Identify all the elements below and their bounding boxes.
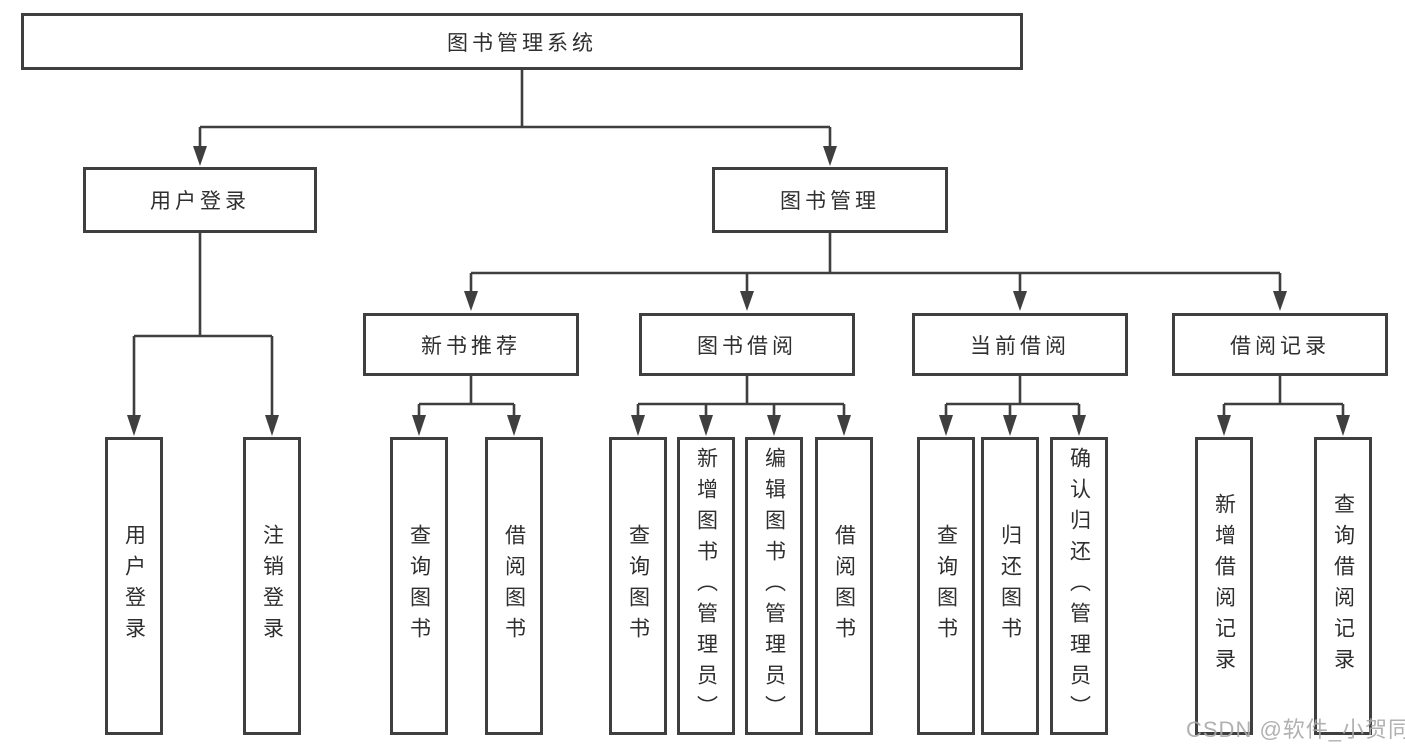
csdn-watermark: CSDN @软件_小贺同学 [1186, 717, 1405, 742]
leaf-borrowing-query-books: 查询图书 [609, 437, 667, 735]
leaf-borrowing-borrow-books: 借阅图书 [815, 437, 873, 735]
leaf-records-add-record: 新增借阅记录 [1195, 437, 1253, 735]
leaf-newbooks-query-books: 查询图书 [390, 437, 448, 735]
node-current-borrowing: 当前借阅 [912, 313, 1128, 376]
node-book-management: 图书管理 [712, 167, 948, 233]
leaf-user-login: 用户登录 [105, 437, 163, 735]
node-library-system: 图书管理系统 [21, 13, 1023, 70]
leaf-current-query-books: 查询图书 [917, 437, 975, 735]
leaf-newbooks-borrow-books: 借阅图书 [485, 437, 543, 735]
leaf-borrowing-add-books-admin: 新增图书（管理员） [677, 437, 735, 735]
leaf-current-confirm-return-admin: 确认归还（管理员） [1050, 437, 1108, 735]
leaf-records-query-record: 查询借阅记录 [1314, 437, 1372, 735]
leaf-current-return-books: 归还图书 [981, 437, 1039, 735]
node-borrowing-records: 借阅记录 [1172, 313, 1388, 376]
leaf-borrowing-edit-books-admin: 编辑图书（管理员） [745, 437, 803, 735]
node-new-book-recommend: 新书推荐 [363, 313, 579, 376]
leaf-logout: 注销登录 [243, 437, 301, 735]
node-user-login: 用户登录 [83, 167, 317, 233]
node-book-borrowing: 图书借阅 [639, 313, 855, 376]
